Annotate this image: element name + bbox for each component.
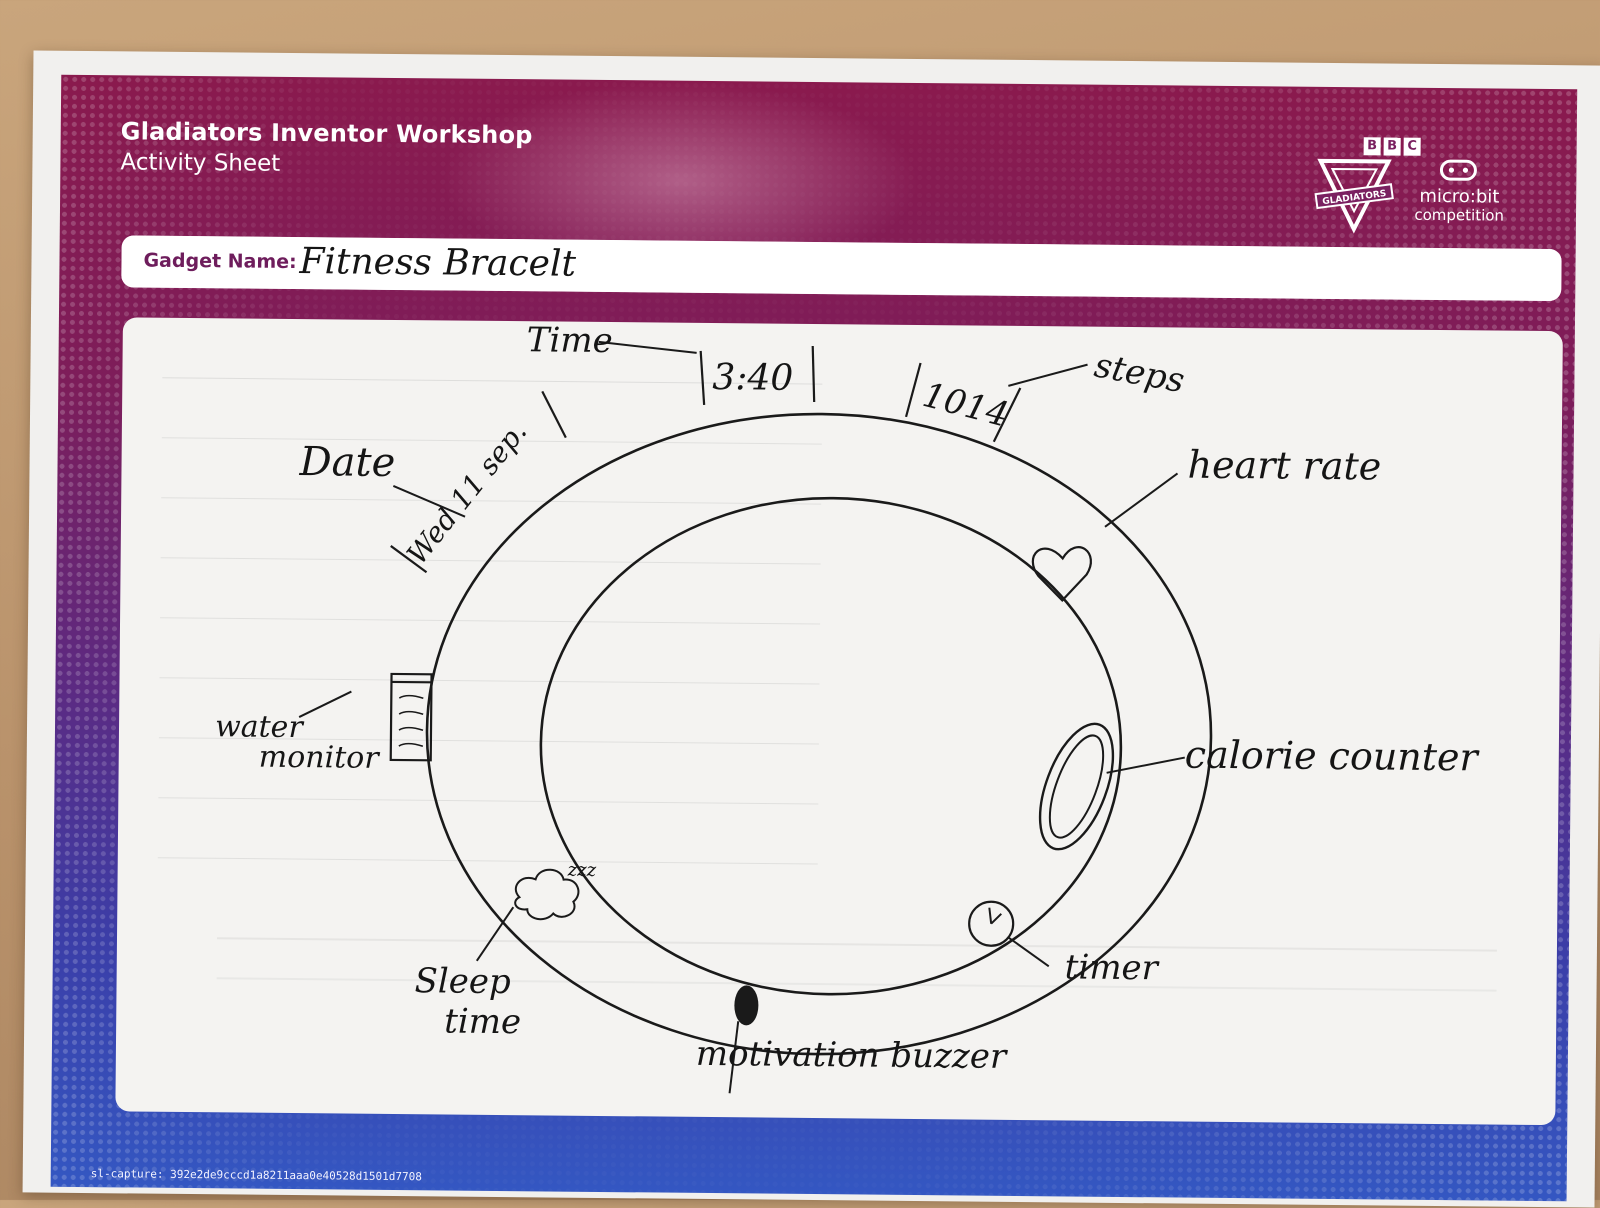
label-time: Time: [527, 320, 613, 361]
bracelet-sketch: 3:40 1014 Wed 11 sep.: [115, 317, 1563, 1125]
label-timer: timer: [1065, 947, 1160, 988]
logo-group: B B C GLADIATORS micro:bit competition: [1314, 133, 1505, 235]
steps-display-value: 1014: [919, 375, 1013, 435]
sheet-banner: Gladiators Inventor Workshop Activity Sh…: [51, 75, 1578, 1202]
calorie-counter-button: [1025, 714, 1128, 860]
date-display-value: Wed 11 sep.: [400, 415, 533, 570]
time-display-value: 3:40: [712, 357, 793, 399]
sleep-cloud-icon: zzz: [515, 859, 597, 920]
label-calorie-counter: calorie counter: [1185, 733, 1481, 780]
gadget-name-value: Fitness Bracelt: [299, 241, 576, 285]
water-bottle-icon: [391, 674, 432, 760]
competition-label: competition: [1414, 206, 1504, 225]
sheet-subtitle: Activity Sheet: [120, 149, 280, 177]
timer-clock-icon: [969, 902, 1013, 946]
bbc-letter: C: [1404, 138, 1421, 156]
microbit-wordmark: micro:bit: [1415, 188, 1505, 207]
bbc-letter: B: [1384, 137, 1401, 155]
date-display: Wed 11 sep.: [391, 390, 567, 574]
sheet-title: Gladiators Inventor Workshop: [121, 117, 533, 149]
drawing-area: 3:40 1014 Wed 11 sep.: [115, 317, 1563, 1125]
label-water-monitor-2: monitor: [259, 740, 381, 776]
gadget-name-label: Gadget Name:: [143, 250, 296, 273]
gladiators-logo-icon: GLADIATORS: [1314, 155, 1395, 236]
label-sleep-time-2: time: [444, 1001, 521, 1042]
label-motivation-buzzer: motivation buzzer: [696, 1034, 1008, 1077]
steps-display: 1014: [906, 363, 1021, 442]
sleep-zzz-text: zzz: [567, 860, 597, 881]
microbit-face-icon: [1438, 158, 1478, 182]
label-steps: steps: [1091, 345, 1187, 401]
microbit-logo: micro:bit competition: [1414, 188, 1504, 225]
activity-sheet-paper: Gladiators Inventor Workshop Activity Sh…: [23, 50, 1600, 1207]
time-display: 3:40: [700, 345, 815, 406]
heart-icon: [1032, 547, 1091, 601]
bbc-logo: B B C: [1364, 137, 1421, 156]
label-date: Date: [298, 439, 395, 486]
label-sleep-time-1: Sleep: [414, 961, 511, 1002]
bbc-letter: B: [1364, 137, 1381, 155]
label-heart-rate: heart rate: [1187, 443, 1381, 489]
buzzer-icon: [734, 985, 758, 1025]
